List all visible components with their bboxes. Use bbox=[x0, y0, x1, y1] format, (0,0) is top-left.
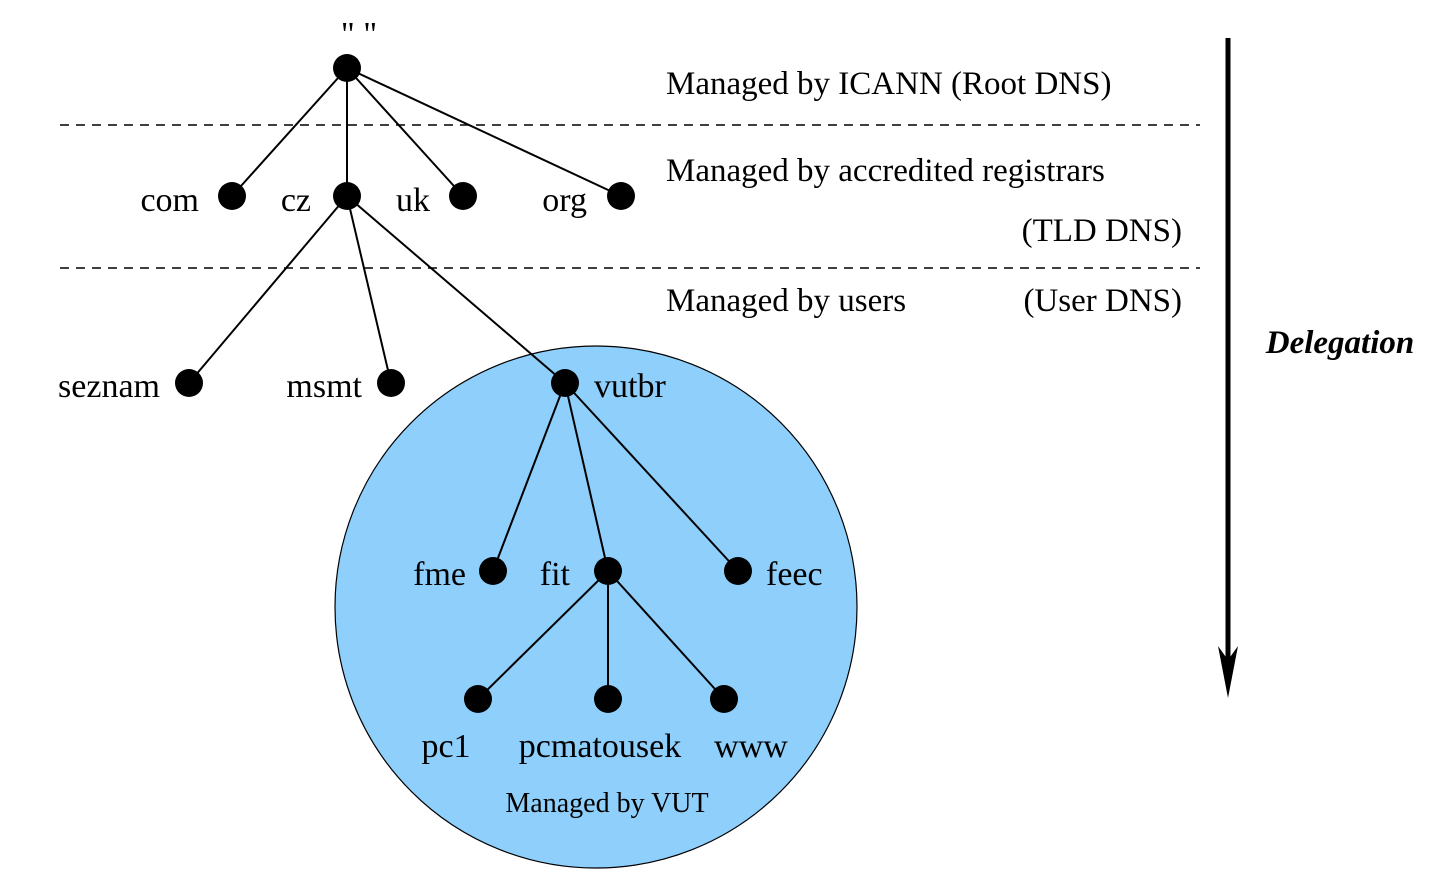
node-pc1 bbox=[464, 685, 492, 713]
edge-cz-seznam bbox=[188, 195, 348, 384]
delegation-arrow: Delegation bbox=[1218, 38, 1414, 698]
edge-fit-www bbox=[607, 570, 725, 700]
node-msmt bbox=[377, 369, 405, 397]
label-root: " " bbox=[341, 16, 377, 53]
edge-vutbr-feec bbox=[564, 382, 739, 572]
node-fme bbox=[479, 557, 507, 585]
node-uk bbox=[449, 182, 477, 210]
node-com bbox=[218, 182, 246, 210]
edge-vutbr-fme bbox=[492, 382, 566, 572]
node-org bbox=[607, 182, 635, 210]
edge-root-com bbox=[231, 67, 348, 197]
node-labels: " " com cz uk org seznam msmt vutbr fme … bbox=[58, 16, 823, 819]
label-org: org bbox=[542, 182, 587, 219]
zone-root-text: Managed by ICANN (Root DNS) bbox=[666, 66, 1111, 102]
vut-zone-label: Managed by VUT bbox=[505, 788, 708, 819]
zone-tld-text-2: (TLD DNS) bbox=[1022, 213, 1182, 249]
delegation-label: Delegation bbox=[1265, 325, 1414, 361]
node-root bbox=[333, 54, 361, 82]
node-pcmatousek bbox=[594, 685, 622, 713]
edge-fit-pc1 bbox=[477, 570, 609, 700]
label-www: www bbox=[714, 728, 788, 765]
edge-root-org bbox=[346, 67, 622, 197]
node-fit bbox=[594, 557, 622, 585]
delegation-arrowhead-icon bbox=[1218, 646, 1238, 698]
label-seznam: seznam bbox=[58, 368, 160, 405]
label-feec: feec bbox=[766, 556, 823, 593]
label-fit: fit bbox=[540, 556, 571, 593]
label-fme: fme bbox=[413, 556, 466, 593]
tree-nodes bbox=[175, 54, 752, 713]
label-com: com bbox=[140, 182, 199, 219]
label-uk: uk bbox=[396, 182, 430, 219]
vut-zone-circle bbox=[334, 345, 858, 869]
tree-edges bbox=[188, 67, 739, 700]
edge-cz-msmt bbox=[346, 195, 392, 384]
label-cz: cz bbox=[281, 182, 311, 219]
edge-cz-vutbr bbox=[346, 195, 566, 384]
edge-vutbr-fit bbox=[564, 382, 609, 572]
zone-descriptions: Managed by ICANN (Root DNS) Managed by a… bbox=[666, 66, 1182, 319]
node-feec bbox=[724, 557, 752, 585]
label-pcmatousek: pcmatousek bbox=[519, 728, 681, 765]
label-msmt: msmt bbox=[286, 368, 362, 405]
node-cz bbox=[333, 182, 361, 210]
label-vutbr: vutbr bbox=[594, 368, 666, 405]
zone-tld-text-1: Managed by accredited registrars bbox=[666, 153, 1105, 189]
zone-user-dns-text: (User DNS) bbox=[1023, 283, 1182, 319]
edge-root-uk bbox=[346, 67, 464, 197]
node-www bbox=[710, 685, 738, 713]
node-vutbr bbox=[551, 369, 579, 397]
label-pc1: pc1 bbox=[421, 728, 470, 765]
node-seznam bbox=[175, 369, 203, 397]
zone-user-text: Managed by users bbox=[666, 283, 906, 319]
